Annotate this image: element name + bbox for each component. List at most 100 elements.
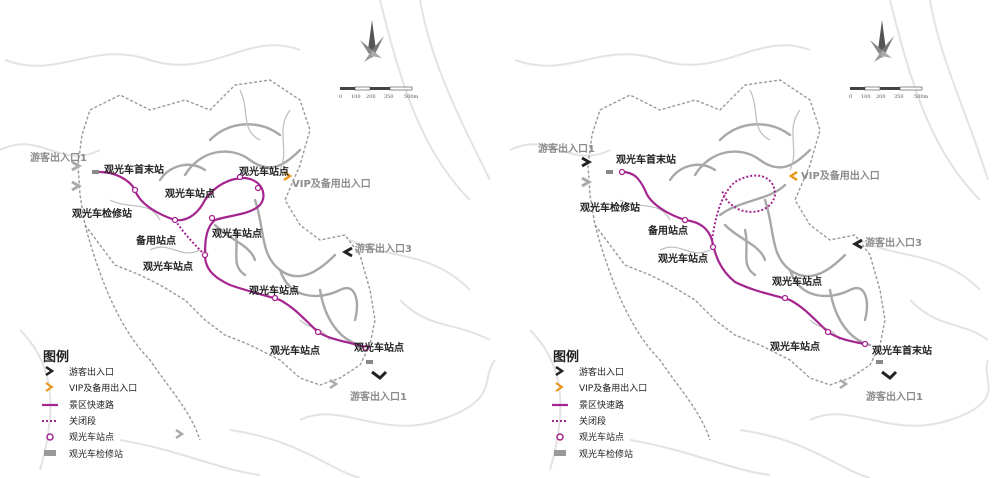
station-ring-icon [556, 433, 564, 441]
scenic-route-line [620, 170, 867, 346]
label-station-lower: 观光车站点 [249, 284, 299, 297]
repair-block-icon [44, 450, 56, 456]
legend-label: 景区快速路 [69, 399, 114, 411]
label-station-lower: 观光车站点 [772, 275, 822, 288]
entrance-chevron-icon [851, 238, 863, 250]
label-backup: 备用站点 [135, 234, 176, 247]
legend: 图例 游客出入口 VIP及备用出入口 景区快速路 关闭段 观光车站点 观光车检修… [42, 349, 137, 460]
vip-chevron-icon [788, 170, 798, 182]
entrance-chevron-icon [581, 176, 593, 188]
legend-label: 观光车站点 [579, 431, 624, 443]
label-vip: VIP及备用出入口 [292, 177, 371, 190]
label-entrance-main: 游客出入口1 [350, 390, 407, 403]
repair-station-block [876, 360, 883, 364]
entrance-chevron-icon [71, 180, 83, 192]
scale-bar: 0 100 200 350 500m [849, 86, 929, 100]
label-repair: 观光车检修站 [580, 201, 640, 214]
label-station-center: 观光车站点 [212, 227, 262, 240]
entrance-chevron-icon [329, 378, 339, 390]
station-markers [131, 173, 370, 352]
station-ring [131, 186, 139, 194]
legend-label: 观光车站点 [69, 431, 114, 443]
legend-label: 游客出入口 [69, 366, 114, 378]
label-entrance-main: 游客出入口1 [866, 390, 923, 403]
station-ring [271, 294, 279, 302]
legend-label: 关闭段 [579, 415, 606, 427]
background-roads [509, 0, 990, 478]
orange-chevron-icon [45, 382, 54, 392]
closed-route-segment [711, 174, 777, 241]
station-ring [618, 168, 626, 176]
label-entrance-3: 游客出入口3 [865, 236, 922, 249]
scale-tick: 350 [384, 94, 394, 100]
scale-tick: 350 [894, 94, 904, 100]
scale-tick: 0 [339, 94, 342, 100]
scale-tick: 500m [404, 94, 419, 100]
label-terminal: 观光车首末站 [104, 163, 164, 176]
scale-tick: 100 [861, 94, 871, 100]
station-ring [709, 243, 717, 251]
entrance-chevron-icon [839, 378, 849, 390]
compass-icon [360, 20, 384, 62]
label-station-bottom: 观光车站点 [270, 344, 320, 357]
legend-label: VIP及备用出入口 [69, 382, 137, 394]
park-boundary [587, 79, 886, 386]
scale-tick: 500m [914, 94, 929, 100]
station-ring [861, 340, 869, 348]
entrance-chevron-icon [581, 156, 593, 168]
closed-route-segment [174, 219, 206, 256]
repair-station-block [366, 360, 373, 364]
station-ring [681, 216, 689, 224]
scale-tick: 200 [366, 94, 376, 100]
entrance-chevron-icon [175, 428, 185, 440]
station-ring [781, 294, 789, 302]
legend: 图例 游客出入口 VIP及备用出入口 景区快速路 关闭段 观光车站点 观光车检修… [552, 349, 647, 460]
station-ring [201, 251, 209, 259]
legend-title: 图例 [43, 349, 69, 365]
legend-label: 景区快速路 [579, 399, 624, 411]
vip-chevron-icon [283, 170, 293, 182]
label-entrance-3: 游客出入口3 [355, 242, 412, 255]
scenic-route-line [98, 170, 370, 350]
label-terminal-end: 观光车首末站 [872, 344, 932, 357]
repair-station-block [606, 170, 613, 174]
legend-label: 观光车检修站 [579, 448, 633, 460]
label-repair: 观光车检修站 [72, 207, 132, 220]
legend-label: 关闭段 [69, 415, 96, 427]
label-vip: VIP及备用出入口 [801, 169, 880, 182]
label-station-bottom: 观光车站点 [770, 340, 820, 353]
scale-tick: 200 [876, 94, 886, 100]
gray-thin-roads [109, 89, 331, 341]
gray-roads [158, 123, 362, 347]
label-station-end: 观光车站点 [354, 341, 404, 354]
entrance-chevron-icon [881, 370, 898, 380]
black-chevron-icon [45, 365, 55, 377]
right-map: 0 100 200 350 500m 游客出入口1 观光车首末站 观光车检修站 … [509, 0, 990, 478]
black-chevron-icon [555, 365, 565, 377]
orange-chevron-icon [555, 382, 564, 392]
label-station-left: 观光车站点 [143, 260, 193, 273]
label-terminal: 观光车首末站 [616, 153, 676, 166]
scale-bar: 0 100 200 350 500m [339, 86, 419, 100]
station-ring [362, 344, 370, 352]
left-map: 0 100 200 350 500m 游客出入口1 观光车首末站 观光车检修站 … [0, 0, 496, 478]
legend-label: 游客出入口 [579, 366, 624, 378]
station-ring [171, 216, 179, 224]
entrance-chevron-icon [71, 160, 83, 172]
station-ring [208, 214, 216, 222]
station-ring [824, 328, 832, 336]
label-station-left: 观光车站点 [658, 252, 708, 265]
label-entrance-1: 游客出入口1 [30, 151, 87, 164]
station-ring [236, 173, 244, 181]
station-ring [314, 328, 322, 336]
scale-tick: 0 [849, 94, 852, 100]
entrance-chevron-icon [371, 370, 388, 380]
label-station-mid: 观光车站点 [165, 187, 215, 200]
repair-station-block [92, 170, 99, 174]
label-station-top: 观光车站点 [239, 165, 289, 178]
station-ring-icon [46, 433, 54, 441]
label-backup: 备用站点 [647, 224, 688, 237]
compass-icon [870, 20, 894, 62]
